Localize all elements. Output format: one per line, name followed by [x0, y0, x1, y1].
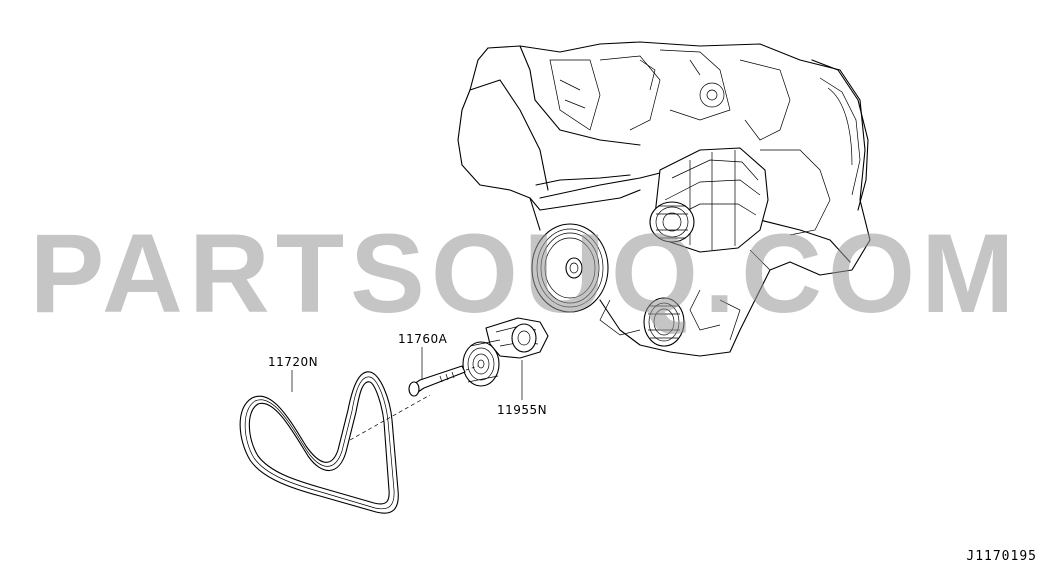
leader-lines [291, 347, 523, 400]
belt-tensioner [462, 317, 549, 387]
alternator [649, 147, 769, 253]
figure-id: J1170195 [966, 549, 1037, 564]
callout-bolt[interactable]: 11760A [398, 332, 448, 346]
tensioner-bolt [408, 365, 479, 397]
callout-belt[interactable]: 11720N [268, 355, 319, 369]
drive-belt [239, 371, 431, 514]
callout-tensioner[interactable]: 11955N [497, 403, 548, 417]
idler-pulley [643, 297, 685, 347]
crankshaft-pulley [531, 223, 609, 313]
